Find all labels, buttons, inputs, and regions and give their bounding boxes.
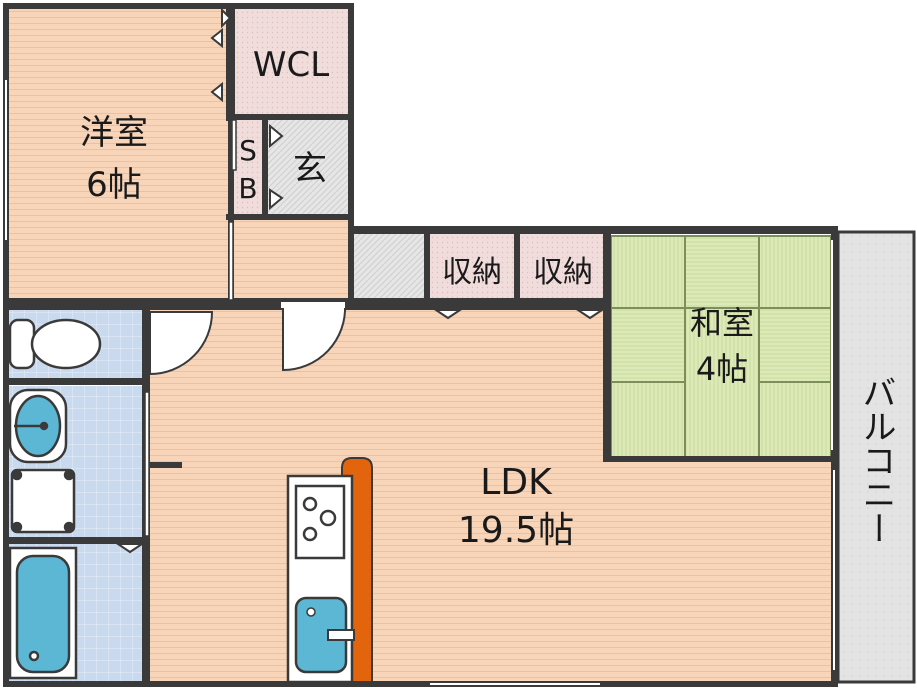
wcl-label: WCL [253,45,329,85]
japanese-room-size: 4帖 [696,350,748,388]
bathtub-fixture [8,546,78,680]
ldk-label: LDK [480,462,553,503]
toilet-fixture [8,318,102,370]
storage-1-label: 収納 [442,255,502,290]
doors [149,302,347,376]
balcony-floor [836,230,916,684]
storage-2-floor [519,232,607,304]
washbasin-fixture [8,388,68,464]
sliding-doors [144,119,237,537]
western-room-floor [8,8,228,303]
sb-label-bottom: B [238,172,257,205]
western-room-size: 6帖 [86,165,142,205]
hall-floor [234,218,348,302]
washing-machine-pan [10,468,76,534]
storage-2-label: 収納 [533,255,593,290]
entrance-label: 玄 [293,149,327,189]
ldk-size: 19.5帖 [458,510,574,551]
balcony-label: バルコニー [856,375,896,545]
kitchen-counter [286,457,373,684]
tatami-mats [610,235,832,461]
wcl-floor [234,8,348,114]
closet-folding-doors [114,7,606,554]
western-room-label: 洋室 [80,113,148,153]
sb-label-top: S [239,134,257,167]
hatch-block [353,232,427,302]
windows [5,80,835,685]
sb-floor [234,120,264,216]
japanese-room-label: 和室 [690,304,754,342]
storage-1-floor [430,232,515,304]
